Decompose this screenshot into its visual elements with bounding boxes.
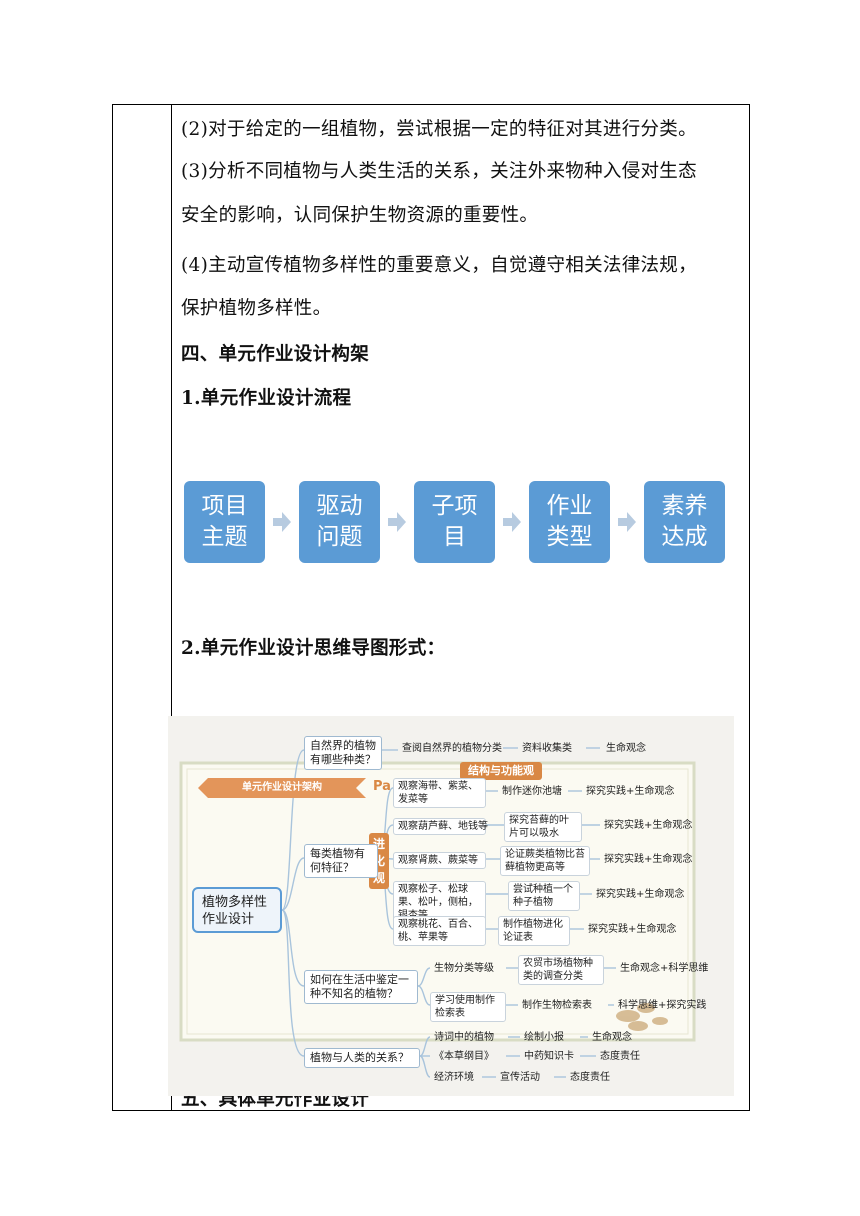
b2-row2-b: 探究苔藓的叶片可以吸水 (504, 812, 582, 842)
b3-row1-c: 生命观念+科学思维 (620, 963, 709, 974)
b4-row3-b: 宣传活动 (500, 1072, 540, 1083)
flower-illustration (616, 1003, 668, 1031)
branch-2: 每类植物有何特征？ (304, 844, 378, 878)
b2-row5-a: 观察桃花、百合、桃、苹果等 (393, 916, 486, 946)
b2-row1-c: 探究实践+生命观念 (586, 786, 675, 797)
b2-row2-a: 观察葫芦藓、地钱等 (393, 818, 488, 835)
flow-step-2: 驱动 问题 (299, 481, 380, 563)
table-column-divider (171, 104, 172, 1111)
mindmap-heading: 2.单元作业设计思维导图形式： (181, 638, 446, 659)
b3-row2-c: 科学思维+探究实践 (618, 1000, 707, 1011)
objective-2: (2)对于给定的一组植物，尝试根据一定的特征对其进行分类。 (181, 119, 697, 140)
mindmap-pa-text: Pa (373, 779, 391, 794)
flow-arrow-icon (273, 512, 291, 532)
b2-row5-c: 探究实践+生命观念 (588, 924, 677, 935)
mindmap-root: 植物多样性作业设计 (192, 887, 282, 933)
b1-child-2: 资料收集类 (522, 743, 572, 754)
branch-1: 自然界的植物有哪些种类？ (304, 736, 382, 770)
objective-4-line1: (4)主动宣传植物多样性的重要意义，自觉遵守相关法律法规， (181, 255, 697, 276)
flow-step-4: 作业 类型 (529, 481, 610, 563)
b1-child-1: 查阅自然界的植物分类 (402, 743, 502, 754)
b2-row3-a: 观察肾蕨、蕨菜等 (393, 852, 486, 869)
flow-step-5: 素养 达成 (644, 481, 725, 563)
objective-3-line1: (3)分析不同植物与人类生活的关系，关注外来物种入侵对生态 (181, 161, 697, 182)
b2-row5-b: 制作植物进化论证表 (498, 916, 570, 946)
mindmap-image: 单元作业设计架构 Pa 结构与功能观 进化观 植物多样性作业设计 自然界的植物有… (168, 716, 734, 1096)
b2-row3-c: 探究实践+生命观念 (604, 854, 693, 865)
flow-arrow-icon (503, 512, 521, 532)
b4-row1-c: 生命观念 (592, 1032, 632, 1043)
tag-structure-function: 结构与功能观 (460, 762, 542, 780)
b2-row2-c: 探究实践+生命观念 (604, 820, 693, 831)
flow-arrow-icon (388, 512, 406, 532)
b4-row2-b: 中药知识卡 (524, 1051, 574, 1062)
b3-row1-a: 生物分类等级 (434, 963, 494, 974)
b3-row2-a: 学习使用制作检索表 (430, 992, 506, 1022)
b2-row4-b: 尝试种植一个种子植物 (508, 881, 580, 911)
b2-row1-b: 制作迷你池塘 (502, 786, 562, 797)
b1-child-3: 生命观念 (606, 743, 646, 754)
b4-row1-a: 诗词中的植物 (434, 1032, 494, 1043)
flow-arrow-icon (618, 512, 636, 532)
b2-row1-a: 观察海带、紫菜、发菜等 (393, 778, 486, 808)
branch-4: 植物与人类的关系？ (304, 1048, 420, 1068)
b4-row2-a: 《本草纲目》 (434, 1051, 494, 1062)
b3-row1-b: 农贸市场植物种类的调查分类 (518, 955, 604, 985)
flow-heading: 1.单元作业设计流程 (181, 388, 352, 409)
branch-3: 如何在生活中鉴定一种不知名的植物？ (304, 970, 418, 1004)
flow-step-3: 子项 目 (414, 481, 495, 563)
b4-row3-a: 经济环境 (434, 1072, 474, 1083)
objective-3-line2: 安全的影响，认同保护生物资源的重要性。 (181, 205, 539, 226)
b4-row1-b: 绘制小报 (524, 1032, 564, 1043)
table-frame (112, 104, 750, 1111)
section-4-heading: 四、单元作业设计构架 (181, 344, 370, 365)
mindmap-banner: 单元作业设计架构 (198, 778, 366, 798)
b2-row3-b: 论证蕨类植物比苔藓植物更高等 (500, 846, 590, 876)
b4-row3-c: 态度责任 (570, 1072, 610, 1083)
b3-row2-b: 制作生物检索表 (522, 1000, 592, 1011)
objective-4-line2: 保护植物多样性。 (181, 298, 332, 319)
b4-row2-c: 态度责任 (600, 1051, 640, 1062)
flow-step-1: 项目 主题 (184, 481, 265, 563)
b2-row4-c: 探究实践+生命观念 (596, 889, 685, 900)
